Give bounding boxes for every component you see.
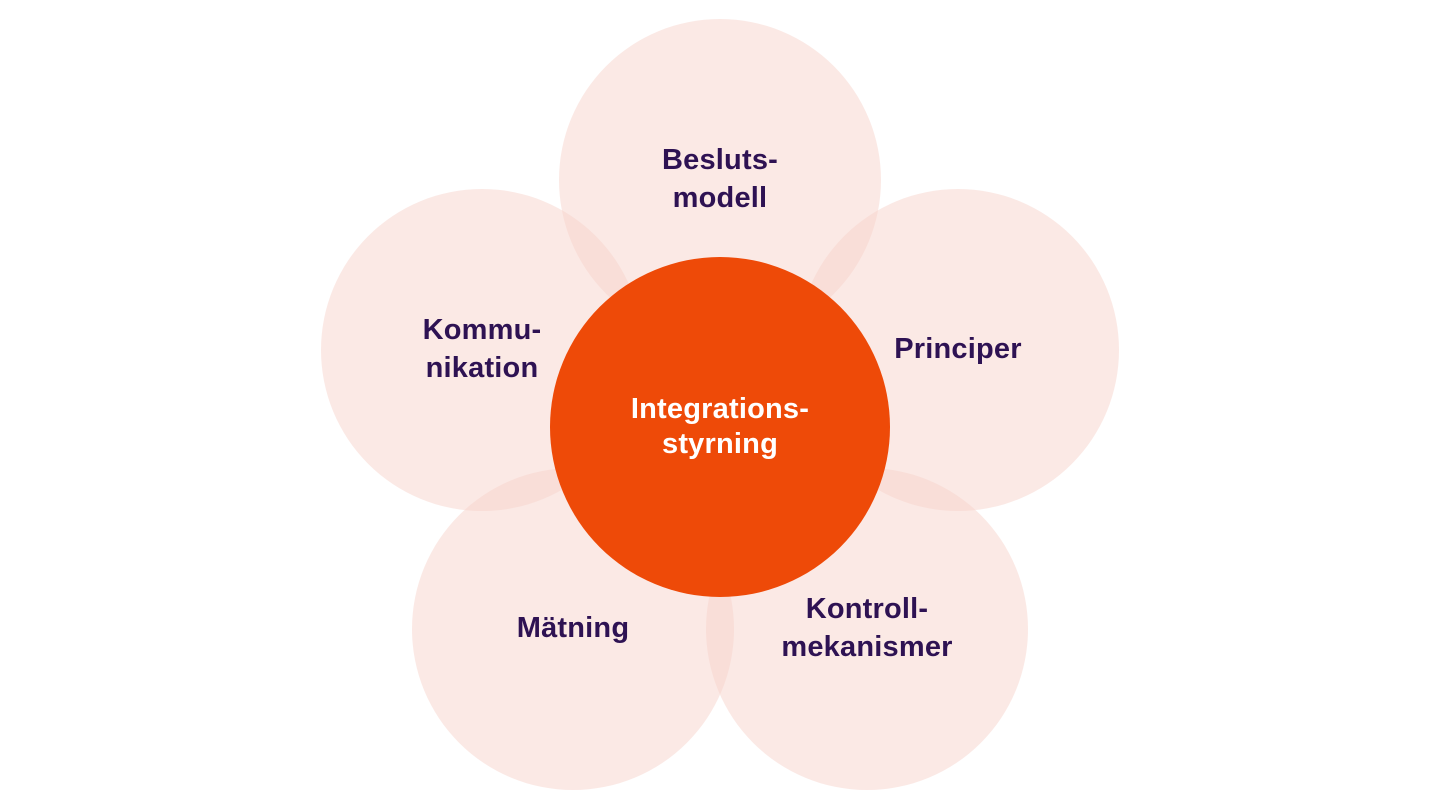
petal-label-line: Mätning <box>516 612 630 645</box>
center-circle-integrationsstyrning: Integrations- styrning <box>550 257 890 597</box>
petal-label-line: Kommu- <box>422 314 542 347</box>
petal-label-line: mekanismer <box>781 631 953 663</box>
petal-circle-kontrollmekanismer: Kontroll- mekanismer <box>706 468 1028 790</box>
center-label-integrationsstyrning: Integrations- styrning <box>631 392 809 463</box>
petal-label-matning: Mätning <box>517 610 630 648</box>
center-label-line: Integrations- <box>630 392 810 425</box>
petal-label-line: Besluts- <box>661 144 778 177</box>
petal-label-line: nikation <box>425 352 539 384</box>
petal-label-kontrollmekanismer: Kontroll- mekanismer <box>781 591 952 666</box>
petal-label-beslutsmodell: Besluts- modell <box>662 142 778 217</box>
petal-label-line: Kontroll- <box>805 593 929 626</box>
petal-label-kommunikation: Kommu- nikation <box>423 312 542 387</box>
center-label-line: styrning <box>662 428 778 460</box>
petal-label-principer: Principer <box>894 331 1022 369</box>
petal-label-line: modell <box>672 182 768 214</box>
petal-label-line: Principer <box>894 333 1022 366</box>
